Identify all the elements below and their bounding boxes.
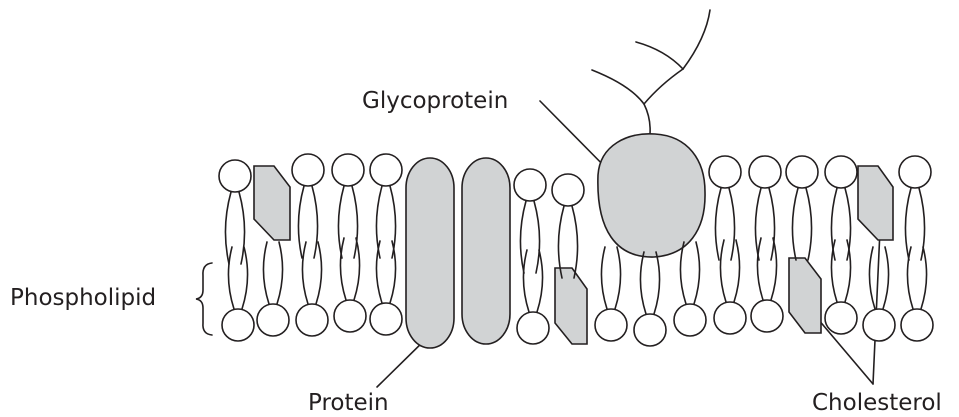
phospholipid-molecule xyxy=(786,156,818,260)
fatty-acid-tail xyxy=(340,238,346,300)
glycoprotein-carbohydrate-chain xyxy=(592,10,710,134)
phospholipid-molecule xyxy=(825,240,857,334)
phospholipid-molecule xyxy=(332,154,364,258)
phosphate-head xyxy=(634,314,666,346)
phosphate-head xyxy=(292,154,324,186)
phospholipid-molecule xyxy=(634,252,666,346)
phosphate-head xyxy=(334,300,366,332)
fatty-acid-tail xyxy=(869,247,875,309)
phosphate-head xyxy=(257,304,289,336)
phosphate-head xyxy=(863,309,895,341)
cholesterol-molecule xyxy=(858,166,893,240)
phosphate-head xyxy=(825,302,857,334)
fatty-acid-tail xyxy=(883,247,889,309)
fatty-acid-tail xyxy=(734,240,740,302)
fatty-acid-tail xyxy=(792,188,798,260)
phospholipid-molecule xyxy=(751,238,783,332)
phospholipid-molecule xyxy=(334,238,366,332)
phosphate-head xyxy=(595,309,627,341)
phospholipid-molecule xyxy=(370,241,402,335)
fatty-acid-tail xyxy=(277,242,283,304)
fatty-acid-tail xyxy=(523,250,529,312)
phospholipid-molecule xyxy=(709,156,741,260)
fatty-acid-tail xyxy=(806,188,812,260)
fatty-acid-tail xyxy=(601,247,607,309)
cholesterol-molecule xyxy=(254,166,290,240)
phosphate-head xyxy=(899,156,931,188)
phosphate-head xyxy=(296,304,328,336)
phospholipid-molecule xyxy=(292,154,324,258)
fatty-acid-tail xyxy=(239,192,245,264)
phosphate-head xyxy=(749,156,781,188)
phospholipid-molecule xyxy=(552,174,584,278)
phospholipid-molecule xyxy=(674,242,706,336)
glycoprotein-label: Glycoprotein xyxy=(362,88,508,114)
phosphate-head xyxy=(714,302,746,334)
fatty-acid-tail xyxy=(715,188,721,260)
phosphate-head xyxy=(751,300,783,332)
fatty-acid-tail xyxy=(845,240,851,302)
phospholipid-label: Phospholipid xyxy=(10,285,156,311)
phosphate-head xyxy=(219,160,251,192)
phosphate-head xyxy=(332,154,364,186)
phospholipid-molecule xyxy=(901,247,933,341)
phosphate-head xyxy=(552,174,584,206)
phosphate-head xyxy=(825,156,857,188)
cholesterol-label: Cholesterol xyxy=(812,390,942,416)
fatty-acid-tail xyxy=(615,247,621,309)
phospholipid-molecule xyxy=(749,156,781,260)
phosphate-head xyxy=(370,154,402,186)
fatty-acid-tail xyxy=(757,238,763,300)
phosphate-head xyxy=(901,309,933,341)
fatty-acid-tail xyxy=(312,186,318,258)
phospholipid-molecule xyxy=(222,247,254,341)
fatty-acid-tail xyxy=(680,242,686,304)
fatty-acid-tail xyxy=(572,206,578,278)
fatty-acid-tail xyxy=(640,252,646,314)
fatty-acid-tail xyxy=(831,240,837,302)
fatty-acid-tail xyxy=(534,201,540,273)
fatty-acid-tail xyxy=(907,247,913,309)
fatty-acid-tail xyxy=(302,242,308,304)
phospholipid-molecule xyxy=(825,156,857,260)
fatty-acid-tail xyxy=(729,188,735,260)
phospholipid-molecule xyxy=(714,240,746,334)
protein-label: Protein xyxy=(308,390,389,416)
cholesterol-molecule xyxy=(555,268,587,344)
fatty-acid-tail xyxy=(654,252,660,314)
phospholipid-molecule xyxy=(595,247,627,341)
phospholipid-bracket xyxy=(196,263,212,335)
phospholipid-molecule xyxy=(257,242,289,336)
transmembrane-protein-right xyxy=(462,158,510,344)
fatty-acid-tail xyxy=(228,247,234,309)
cholesterol-molecule xyxy=(789,258,821,333)
fatty-acid-tail xyxy=(694,242,700,304)
fatty-acid-tail xyxy=(352,186,358,258)
fatty-acid-tail xyxy=(720,240,726,302)
phosphate-head xyxy=(222,309,254,341)
phosphate-head xyxy=(517,312,549,344)
phospholipid-molecule xyxy=(219,160,251,264)
transmembrane-protein-left xyxy=(406,158,454,348)
fatty-acid-tail xyxy=(316,242,322,304)
phosphate-head xyxy=(709,156,741,188)
glycoprotein-body xyxy=(598,134,705,257)
fatty-acid-tail xyxy=(769,188,775,260)
phospholipid-molecule xyxy=(370,154,402,258)
phosphate-head xyxy=(514,169,546,201)
phosphate-head xyxy=(370,303,402,335)
fatty-acid-tail xyxy=(298,186,304,258)
fatty-acid-tail xyxy=(263,242,269,304)
phosphate-head xyxy=(786,156,818,188)
upper-leaflet xyxy=(219,154,931,278)
phosphate-head xyxy=(674,304,706,336)
phospholipid-molecule xyxy=(899,156,931,260)
